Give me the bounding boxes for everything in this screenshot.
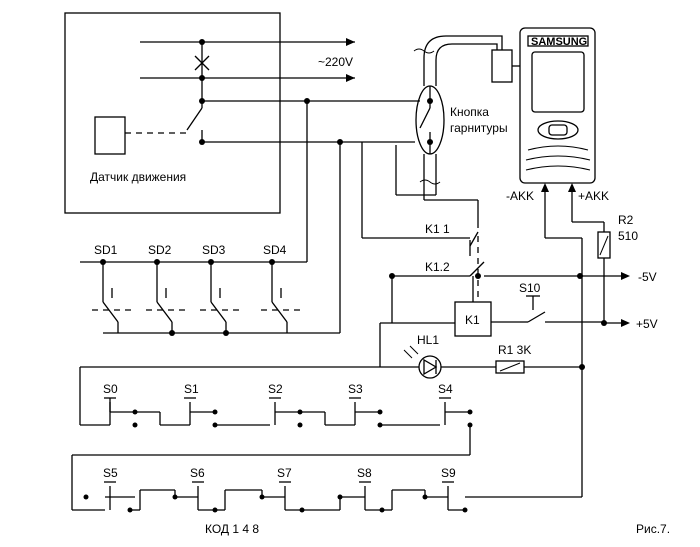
headset-button — [413, 35, 520, 200]
voltage-label: ~220V — [318, 55, 353, 69]
motion-sensor-label: Датчик движения — [90, 170, 186, 184]
sd3 — [200, 259, 243, 333]
s2-label: S2 — [268, 382, 283, 396]
hl1-label: HL1 — [417, 333, 439, 347]
resistor-r1 — [495, 360, 585, 374]
k1-2-contact — [389, 261, 630, 323]
s10-label: S10 — [519, 281, 541, 295]
s0-button — [104, 397, 138, 428]
sensor-contact — [94, 98, 420, 155]
code-label: КОД 1 4 8 — [205, 522, 259, 536]
sensor-switches — [80, 101, 341, 336]
minus-5v-label: -5V — [638, 270, 657, 284]
s7-button — [259, 481, 305, 513]
s1-button — [184, 397, 218, 428]
sd4-label: SD4 — [263, 243, 287, 257]
led-hl1 — [380, 345, 496, 379]
switch-s10 — [520, 295, 630, 327]
sd2-label: SD2 — [148, 243, 172, 257]
resistor-r2 — [597, 222, 611, 326]
sd4 — [261, 259, 304, 333]
figure-label: Рис.7. — [636, 522, 670, 536]
mains-enclosure — [64, 12, 281, 214]
k1-label: K1 — [465, 313, 480, 327]
k1-2-label: K1.2 — [425, 260, 450, 274]
s5-label: S5 — [103, 466, 118, 480]
r1-label: R1 3K — [498, 343, 531, 357]
s9-label: S9 — [441, 466, 456, 480]
s6-button — [172, 481, 218, 513]
s2-button — [269, 397, 303, 428]
k1-1-label: K1 1 — [425, 222, 450, 236]
akk-plus-label: +AKK — [578, 189, 609, 203]
plus-5v-label: +5V — [636, 317, 658, 331]
s4-button — [439, 397, 473, 428]
akk-minus-label: -AKK — [506, 189, 534, 203]
r2-value: 510 — [618, 229, 638, 243]
k1-1-contact — [361, 142, 479, 300]
s3-button — [349, 397, 383, 428]
r2-label: R2 — [618, 213, 634, 227]
relay-k1 — [454, 276, 520, 337]
s9-button — [422, 481, 468, 513]
sd1-label: SD1 — [94, 243, 118, 257]
s1-label: S1 — [184, 382, 199, 396]
s7-label: S7 — [277, 466, 292, 480]
s0-label: S0 — [103, 382, 118, 396]
phone: SAMSUNG — [519, 27, 596, 184]
s8-label: S8 — [357, 466, 372, 480]
s5-button — [83, 481, 135, 513]
sd2 — [146, 259, 189, 333]
s3-label: S3 — [348, 382, 363, 396]
sd3-label: SD3 — [202, 243, 226, 257]
headset-label-2: гарнитуры — [450, 121, 508, 135]
phone-brand: SAMSUNG — [531, 36, 587, 48]
s6-label: S6 — [190, 466, 205, 480]
keypad-row1 — [72, 366, 473, 456]
keypad-row2 — [71, 455, 582, 513]
s4-label: S4 — [438, 382, 453, 396]
s8-button — [337, 481, 385, 513]
headset-label-1: Кнопка — [450, 105, 489, 119]
mains-lines — [140, 38, 355, 108]
sd1 — [92, 259, 135, 333]
